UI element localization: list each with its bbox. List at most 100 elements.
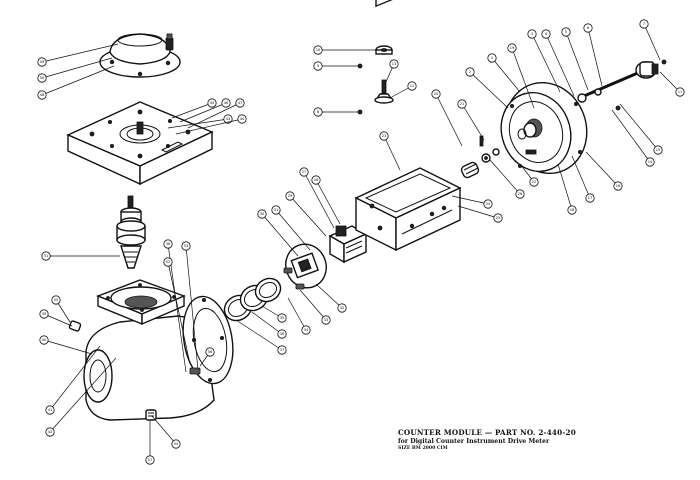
callout-number: 26: [518, 192, 523, 196]
callout-bubble: [465, 67, 475, 77]
callout-leader-line: [315, 283, 343, 309]
callout-number: 12: [410, 84, 415, 88]
callout-bubble: [205, 347, 215, 357]
top-cap: [99, 33, 181, 78]
callout-number: 3: [531, 32, 533, 36]
callout-leader-line: [185, 245, 199, 371]
callout-number: 20: [434, 92, 439, 96]
callout-bubble: [493, 213, 503, 223]
callout-leader-line: [489, 159, 521, 195]
callout-number: 32: [340, 306, 345, 310]
callout-leader-line: [469, 71, 509, 109]
callout-bubble: [237, 114, 247, 124]
callout-bubble: [567, 205, 577, 215]
callout-bubble: [37, 57, 47, 67]
callout-bubble: [487, 53, 497, 63]
callout-bubble: [583, 23, 593, 33]
callout-number: 57: [148, 458, 153, 462]
callout-number: 6: [587, 26, 590, 30]
callout-number: 17: [588, 196, 593, 200]
callout-number: 43: [226, 117, 231, 121]
callout-leader-line: [511, 47, 535, 109]
callout-number: 15: [656, 148, 661, 152]
callout-bubble: [379, 131, 389, 141]
callout-bubble: [37, 73, 47, 83]
callout-bubble: [541, 29, 551, 39]
callout-leader-line: [261, 213, 299, 257]
callout-number: 19: [510, 46, 515, 50]
plunger-stack: [116, 195, 146, 269]
callout-bubble: [483, 199, 493, 209]
callout-number: 48: [40, 93, 45, 97]
callout-number: 30: [260, 212, 265, 216]
callout-bubble: [407, 81, 417, 91]
callout-number: 33: [324, 318, 329, 322]
callout-leader-line: [299, 289, 327, 321]
callout-bubble: [515, 189, 525, 199]
callout-bubble: [313, 45, 323, 55]
gear-disc: [283, 243, 327, 290]
callout-bubble: [277, 329, 287, 339]
callout-number: 49: [40, 60, 45, 64]
callout-bubble: [561, 27, 571, 37]
callout-leader-line: [235, 319, 283, 351]
callout-bubble: [277, 345, 287, 355]
callout-number: 44: [240, 117, 245, 121]
callout-bubble: [271, 205, 281, 215]
callout-number: 9: [317, 64, 320, 68]
callout-number: 55: [54, 298, 59, 302]
callout-number: 10: [316, 48, 321, 52]
callout-bubble: [313, 61, 323, 71]
callout-leader-line: [49, 357, 117, 433]
shaft-parts: [460, 135, 500, 179]
callout-bubble: [235, 98, 245, 108]
caption-ref: SIZE BM 2000 CIM: [398, 446, 448, 451]
callout-bubble: [653, 145, 663, 155]
square-plate: [66, 101, 214, 186]
callout-leader-line: [167, 261, 191, 365]
callout-number: 39: [42, 312, 47, 316]
callout-leader-line: [659, 71, 681, 93]
callout-leader-line: [315, 179, 341, 225]
callout-number: 18: [570, 208, 575, 212]
callout-number: 11: [678, 90, 683, 94]
callout-number: 27: [302, 170, 307, 174]
callout-bubble: [311, 175, 321, 185]
callout-bubble: [301, 325, 311, 335]
dial-drum: [500, 81, 588, 175]
callout-leader-line: [619, 103, 659, 151]
callout-bubble: [221, 98, 231, 108]
callout-bubble: [277, 313, 287, 323]
callout-leader-line: [461, 103, 485, 141]
callout-number: 40: [42, 338, 47, 342]
callout-number: 2: [469, 70, 471, 74]
small-plugs: [68, 320, 157, 421]
callout-bubble: [171, 439, 181, 449]
callout-bubble: [163, 257, 173, 267]
callout-bubble: [527, 29, 537, 39]
callout-number: 35: [280, 316, 285, 320]
caption-subtitle: for Digital Counter Instrument Drive Met…: [398, 438, 550, 445]
callout-leader-line: [545, 33, 575, 97]
callout-number: 38: [166, 242, 171, 246]
callout-bubble: [181, 241, 191, 251]
callout-leader-line: [587, 27, 603, 87]
callout-bubble: [389, 59, 399, 69]
callout-bubble: [51, 295, 61, 305]
callout-number: 52: [166, 260, 171, 264]
callout-bubble: [645, 157, 655, 167]
callout-bubble: [299, 167, 309, 177]
callout-number: 51: [44, 254, 49, 258]
callout-number: 4: [545, 32, 548, 36]
callout-number: 47: [238, 101, 243, 105]
o-rings: [223, 277, 282, 322]
callout-bubble: [431, 89, 441, 99]
callout-number: 56: [208, 350, 213, 354]
callout-leader-line: [41, 57, 113, 79]
callout-number: 46: [224, 101, 229, 105]
callout-bubble: [313, 107, 323, 117]
callout-bubble: [45, 427, 55, 437]
callout-bubble: [207, 98, 217, 108]
callout-number: 37: [280, 348, 285, 352]
